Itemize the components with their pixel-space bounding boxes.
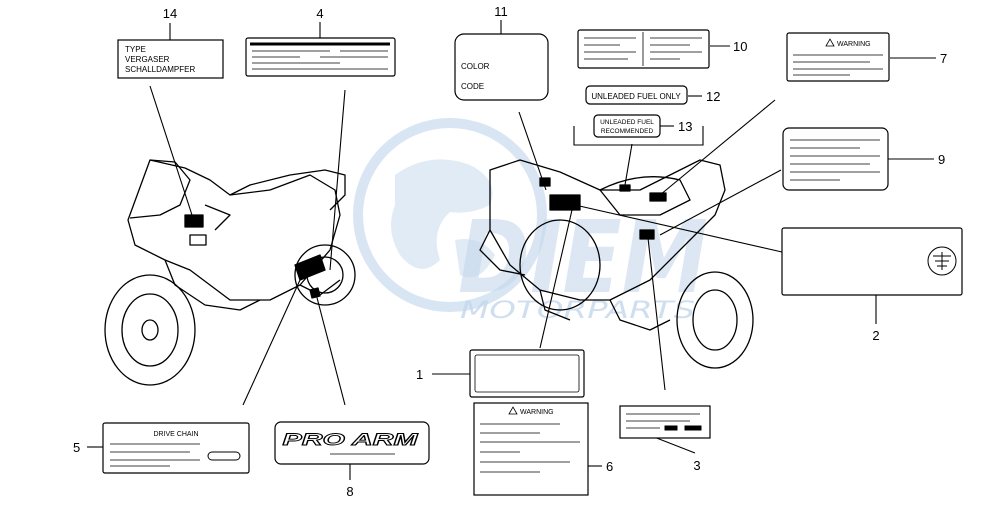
recommended-label-line1: UNLEADED FUEL [600,119,654,126]
callout-14: 14 [163,6,177,21]
callout-10: 10 [733,39,747,54]
part-6-warning-label: WARNING [473,402,589,496]
recommended-label-line2: RECOMMENDED [601,128,654,135]
unleaded-label-text: UNLEADED FUEL ONLY [591,92,681,101]
part-14-type-label: TYPE VERGASER SCHALLDAMPFER [117,39,224,79]
part-10-label [577,29,710,69]
type-label-line3: SCHALLDAMPFER [125,65,195,74]
watermark-sub: MOTORPARTS [460,296,695,324]
callout-11: 11 [494,4,508,19]
callout-6: 6 [606,459,613,474]
callout-4: 4 [316,6,323,21]
callout-13: 13 [678,119,692,134]
watermark-globe-icon [353,118,547,312]
color-label-line1: COLOR [461,62,490,71]
color-label-line2: CODE [461,82,484,91]
drive-chain-label-text: DRIVE CHAIN [153,431,198,438]
callout-12: 12 [706,89,720,104]
part-9-label [782,127,889,191]
warning-triangle-icon-6 [508,406,518,415]
callout-1: 1 [416,367,423,382]
chain-tool-icon [207,451,241,461]
callout-9: 9 [938,152,945,167]
leader-lines [87,20,936,480]
warning-label-text-7: WARNING [837,41,871,48]
part-3-label [619,405,711,439]
watermark: DIEM MOTORPARTS [353,118,708,324]
pro-arm-text: PRO ARM [283,430,419,449]
part-4-tire-label [245,37,396,77]
watermark-brand: DIEM [458,199,708,316]
wing-logo-icon [927,246,957,276]
callout-7: 7 [940,51,947,66]
part-12-unleaded-label: UNLEADED FUEL ONLY [585,85,688,105]
callout-5: 5 [73,440,80,455]
warning-triangle-icon [825,38,835,47]
part-2-emblem-label [781,227,963,296]
callout-3: 3 [693,458,700,473]
type-label-line2: VERGASER [125,55,170,64]
part-13-recommended-label: UNLEADED FUEL RECOMMENDED [593,114,661,138]
callout-numbers: 14 4 11 10 12 13 7 9 2 1 5 8 6 3 [73,4,947,499]
motorcycle-left-view [104,159,356,386]
callout-8: 8 [346,484,353,499]
part-11-color-code-label: COLOR CODE [454,33,549,101]
callout-2: 2 [872,328,879,343]
type-label-line1: TYPE [125,45,146,54]
part-5-drive-chain-label: DRIVE CHAIN [102,422,250,474]
warning-label-text-6: WARNING [520,409,554,416]
part-7-warning-label: WARNING [786,32,890,82]
part-1-label [469,349,585,398]
part-8-pro-arm-decal: PRO ARM [274,421,430,465]
